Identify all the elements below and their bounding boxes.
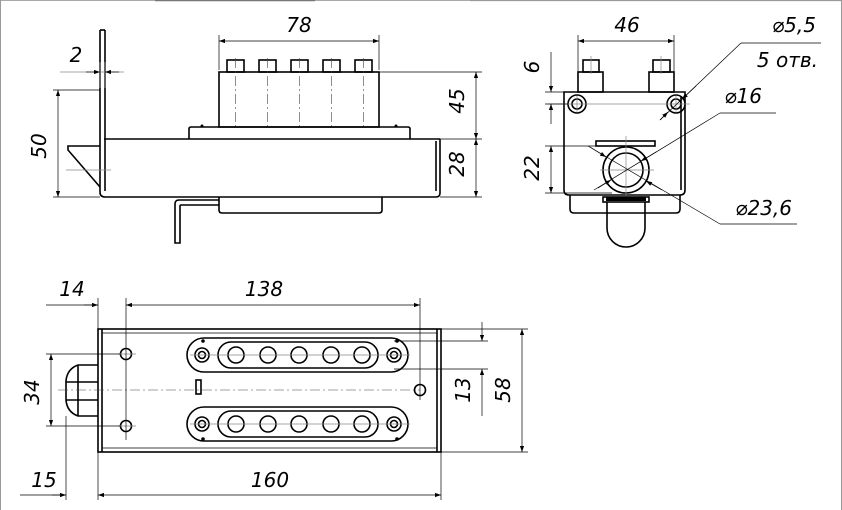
terminal-block: [218, 58, 380, 128]
dim-2: 2: [70, 43, 83, 67]
callout-hole-count: 5 отв.: [757, 48, 818, 72]
dim-58: 58: [491, 377, 515, 402]
dim-15: 15: [31, 468, 56, 492]
dim-50: 50: [27, 133, 51, 158]
plan-housing: [97, 328, 442, 453]
cable-gland: [65, 364, 98, 417]
callout-inner-diameter: ⌀16: [725, 84, 763, 108]
housing: [66, 29, 441, 198]
callout-hole-diameter: ⌀5,5: [772, 13, 816, 37]
dim-34: 34: [20, 379, 44, 404]
dim-46: 46: [614, 13, 639, 37]
dim-6: 6: [520, 61, 544, 74]
dim-13: 13: [451, 377, 475, 402]
dim-78: 78: [286, 13, 311, 37]
dim-160: 160: [251, 468, 289, 492]
terminal-strip-top: [186, 337, 410, 373]
side-view: 46 6 22 ⌀5,5 5 отв. ⌀16 ⌀23,6: [520, 13, 821, 248]
front-view: 78 2 50 45 28: [27, 13, 482, 244]
plan-view: 14 138 34 13 58 15 160: [20, 277, 528, 500]
callout-outer-diameter: ⌀23,6: [735, 196, 792, 220]
terminal-strip-bottom: [186, 406, 410, 442]
dim-45: 45: [445, 88, 469, 113]
dim-28: 28: [445, 151, 469, 176]
dim-14: 14: [59, 277, 84, 301]
dim-138: 138: [245, 277, 283, 301]
dim-22: 22: [520, 155, 544, 180]
